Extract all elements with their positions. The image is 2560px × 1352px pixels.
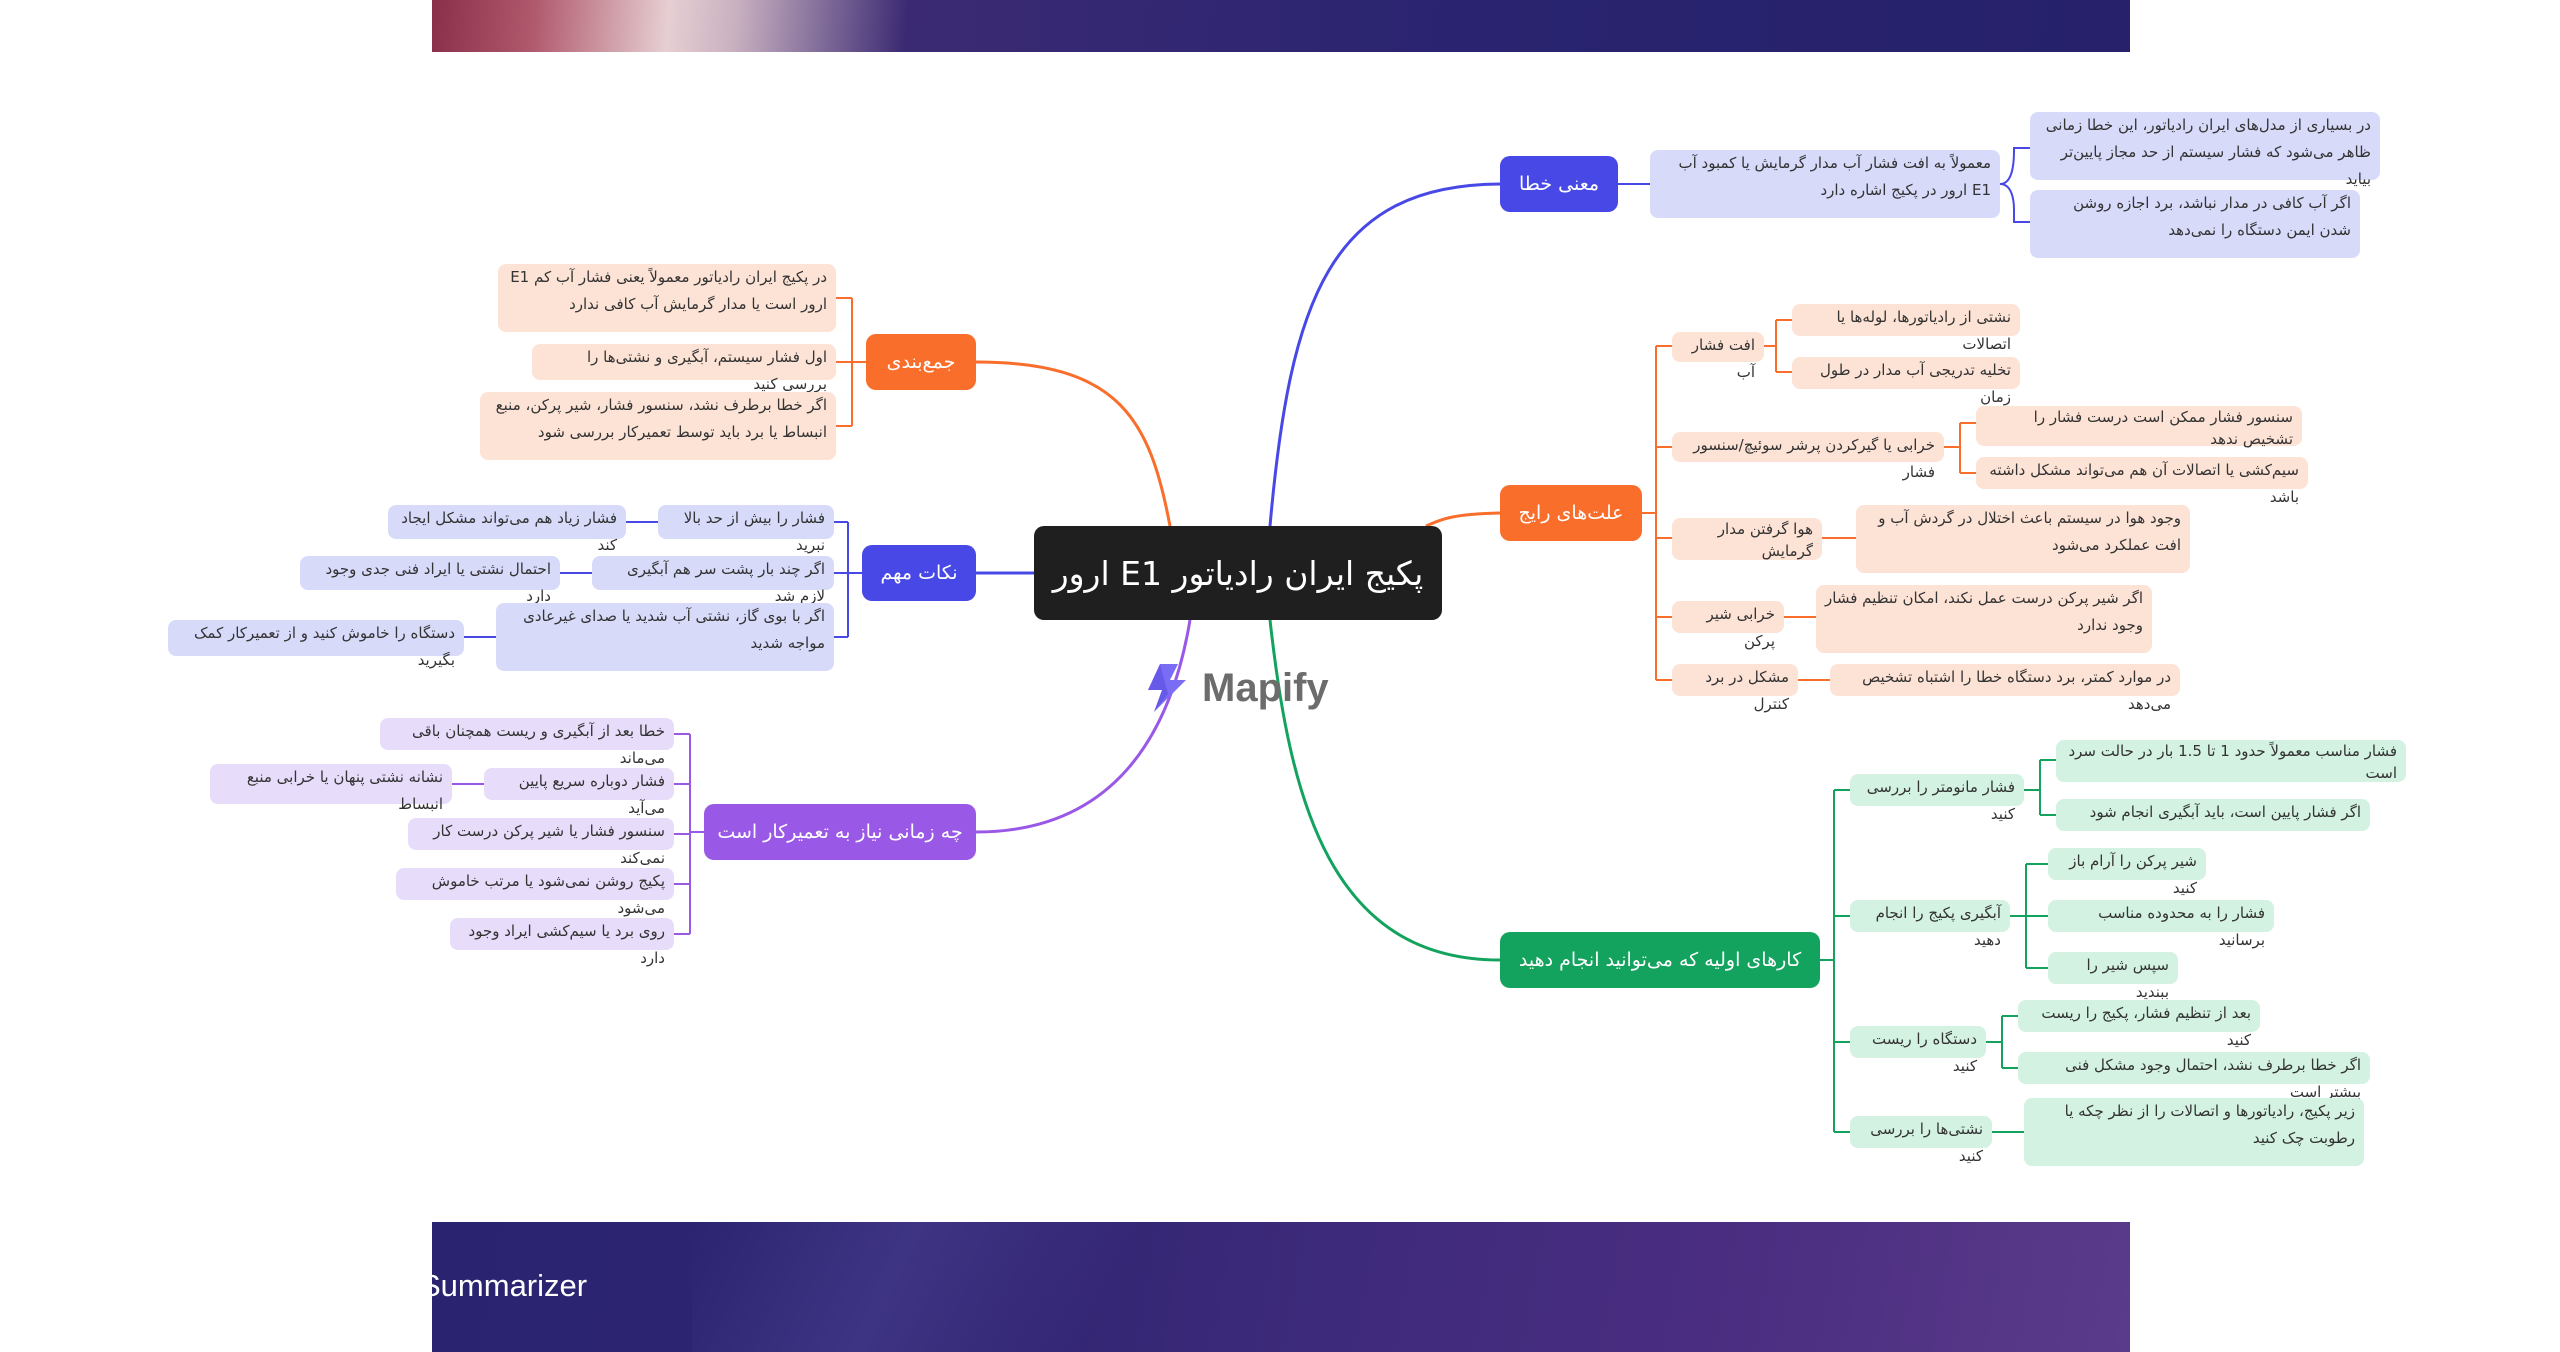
link-root-repair <box>975 619 1192 834</box>
branch-tips[interactable]: نکات مهم <box>862 545 976 601</box>
cause-item-2[interactable]: خرابی یا گیرکردن پرشر سوئیچ/سنسور فشار <box>1672 432 1944 481</box>
cause-item-4[interactable]: خرابی شیر پرکن <box>1672 601 1784 650</box>
tip-detail-1[interactable]: فشار زیاد هم می‌تواند مشکل ایجاد کند <box>388 505 626 554</box>
cause-detail-2-2[interactable]: سیم‌کشی یا اتصالات آن هم می‌تواند مشکل د… <box>1976 457 2308 506</box>
link-root-meaning <box>1268 182 1501 527</box>
branch-repair[interactable]: چه زمانی نیاز به تعمیرکار است <box>704 804 976 860</box>
repair-detail-2[interactable]: نشانه نشتی پنهان یا خرابی منبع انبساط <box>210 764 452 813</box>
meaning-detail-2[interactable]: اگر آب کافی در مدار نباشد، برد اجازه روش… <box>2030 190 2360 258</box>
summary-item-3[interactable]: اگر خطا برطرف نشد، سنسور فشار، شیر پرکن،… <box>480 392 836 460</box>
link-root-actions <box>1268 619 1501 962</box>
action-item-1[interactable]: فشار مانومتر را بررسی کنید <box>1850 774 2024 823</box>
branch-meaning[interactable]: معنی خطا <box>1500 156 1618 212</box>
branch-summary[interactable]: جمع‌بندی <box>866 334 976 390</box>
tip-item-2[interactable]: اگر چند بار پشت سر هم آبگیری لازم شد <box>592 556 834 605</box>
top-banner <box>432 0 2130 52</box>
summary-item-1[interactable]: در پکیج ایران رادیاتور معمولاً یعنی فشار… <box>498 264 836 332</box>
cause-item-1[interactable]: افت فشار آب <box>1672 332 1764 381</box>
action-detail-1-2[interactable]: اگر فشار پایین است، باید آبگیری انجام شو… <box>2056 799 2370 831</box>
action-item-2[interactable]: آبگیری پکیج را انجام دهید <box>1850 900 2010 949</box>
branch-actions[interactable]: کارهای اولیه که می‌توانید انجام دهید <box>1500 932 1820 988</box>
cause-detail-5-1[interactable]: در موارد کمتر، برد دستگاه خطا را اشتباه … <box>1830 664 2180 713</box>
repair-item-3[interactable]: سنسور فشار یا شیر پرکن درست کار نمی‌کند <box>408 818 674 867</box>
action-detail-3-1[interactable]: بعد از تنظیم فشار، پکیج را ریست کنید <box>2018 1000 2260 1049</box>
branch-causes[interactable]: علت‌های رایج <box>1500 485 1642 541</box>
tip-item-1[interactable]: فشار را بیش از حد بالا نبرید <box>658 505 834 554</box>
repair-item-1[interactable]: خطا بعد از آبگیری و ریست همچنان باقی می‌… <box>380 718 674 767</box>
cause-detail-2-1[interactable]: سنسور فشار ممکن است درست فشار را تشخیص ن… <box>1976 406 2302 448</box>
mapify-logo: Mapify <box>1140 660 1329 716</box>
action-detail-2-2[interactable]: فشار را به محدوده مناسب برسانید <box>2048 900 2274 949</box>
action-detail-4-1[interactable]: زیر پکیج، رادیاتورها و اتصالات را از نظر… <box>2024 1098 2364 1166</box>
repair-item-5[interactable]: روی برد یا سیم‌کشی ایراد وجود دارد <box>450 918 674 967</box>
mapify-bolt-icon <box>1148 664 1186 712</box>
tip-item-3[interactable]: اگر با بوی گاز، نشتی آب شدید یا صدای غیر… <box>496 603 834 671</box>
meaning-child[interactable]: معمولاً به افت فشار آب مدار گرمایش یا کم… <box>1650 150 2000 218</box>
logo-text: Mapify <box>1202 665 1329 710</box>
tip-detail-2[interactable]: احتمال نشتی یا ایراد فنی جدی وجود دارد <box>300 556 560 605</box>
action-item-3[interactable]: دستگاه را ریست کنید <box>1850 1026 1986 1075</box>
root-topic[interactable]: پکیج ایران رادیاتور E1 ارور <box>1034 526 1442 620</box>
link-root-summary <box>975 360 1172 527</box>
cause-detail-1-1[interactable]: نشتی از رادیاتورها، لوله‌ها یا اتصالات <box>1792 304 2020 353</box>
meaning-detail-1[interactable]: در بسیاری از مدل‌های ایران رادیاتور، این… <box>2030 112 2380 188</box>
action-detail-3-2[interactable]: اگر خطا برطرف نشد، احتمال وجود مشکل فنی … <box>2018 1052 2370 1101</box>
action-detail-1-1[interactable]: فشار مناسب معمولاً حدود 1 تا 1.5 بار در … <box>2056 740 2406 782</box>
action-detail-2-1[interactable]: شیر پرکن را آرام باز کنید <box>2048 848 2206 897</box>
cause-detail-4-1[interactable]: اگر شیر پرکن درست عمل نکند، امکان تنظیم … <box>1816 585 2152 653</box>
cause-detail-3-1[interactable]: وجود هوا در سیستم باعث اختلال در گردش آب… <box>1856 505 2190 573</box>
summary-item-2[interactable]: اول فشار سیستم، آبگیری و نشتی‌ها را بررس… <box>532 344 836 393</box>
repair-item-4[interactable]: پکیج روشن نمی‌شود یا مرتب خاموش می‌شود <box>396 868 674 917</box>
cause-detail-1-2[interactable]: تخلیه تدریجی آب مدار در طول زمان <box>1792 357 2020 406</box>
action-item-4[interactable]: نشتی‌ها را بررسی کنید <box>1850 1116 1992 1165</box>
bottom-banner <box>432 1222 2130 1352</box>
cause-item-3[interactable]: هوا گرفتن مدار گرمایش <box>1672 518 1822 560</box>
cause-item-5[interactable]: مشکل در برد کنترل <box>1672 664 1798 713</box>
repair-item-2[interactable]: فشار دوباره سریع پایین می‌آید <box>484 768 674 817</box>
tip-detail-3[interactable]: دستگاه را خاموش کنید و از تعمیرکار کمک ب… <box>168 620 464 669</box>
link-root-causes <box>1425 511 1501 528</box>
summarizer-label: Summarizer <box>420 1268 588 1303</box>
action-detail-2-3[interactable]: سپس شیر را ببندید <box>2048 952 2178 1001</box>
